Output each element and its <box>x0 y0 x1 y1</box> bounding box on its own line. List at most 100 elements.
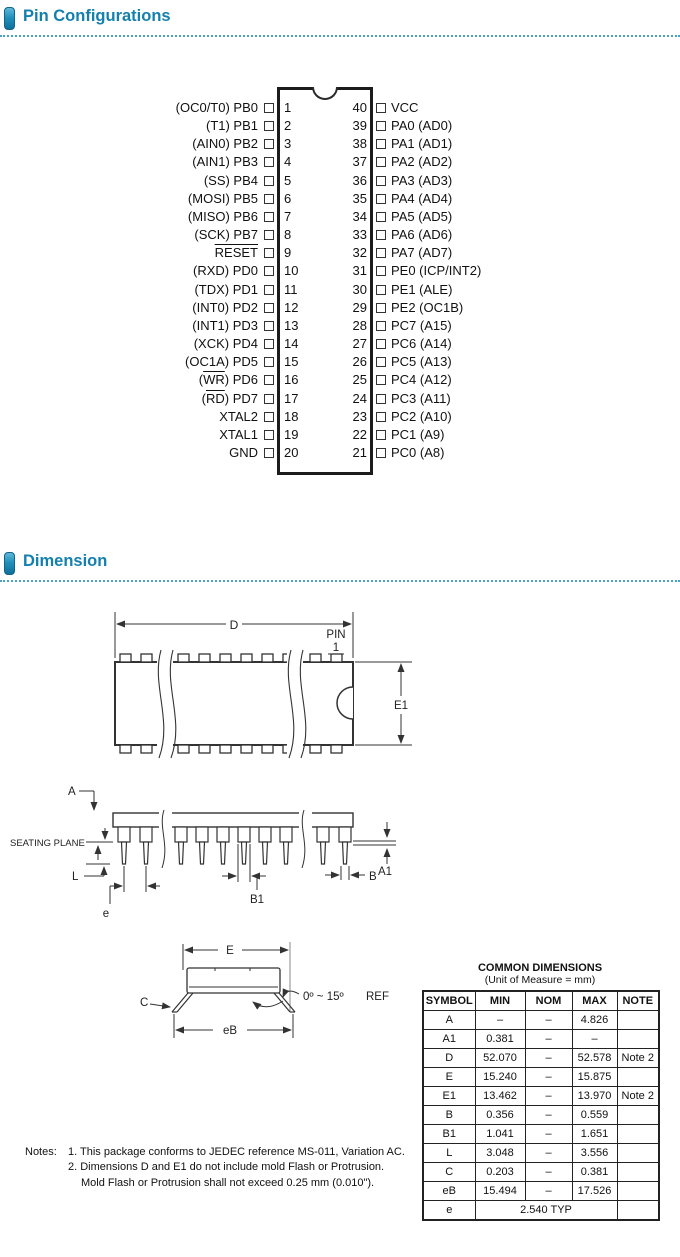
pin-label: RESET <box>214 245 258 261</box>
pin-label: (XCK) PD4 <box>193 336 258 352</box>
table-cell: 0.203 <box>474 1162 526 1182</box>
pin-number: 16 <box>284 372 299 388</box>
dim-label-D: D <box>230 618 239 632</box>
pin-label: PC2 (A10) <box>391 408 452 424</box>
section-bullet-icon <box>4 552 15 575</box>
table-cell: – <box>474 1010 526 1030</box>
pin-square <box>376 193 386 204</box>
table-cell: A <box>422 1010 476 1030</box>
table-cell: 15.240 <box>474 1067 526 1087</box>
table-cell: – <box>524 1124 573 1144</box>
table-cell: B1 <box>422 1124 476 1144</box>
dim-label-B1: B1 <box>250 894 264 906</box>
pin-number: 11 <box>284 281 298 297</box>
pin-square <box>376 339 386 350</box>
pin-configurations-header: Pin Configurations <box>0 6 680 37</box>
pin1-number: 1 <box>333 642 339 654</box>
pin-number: 27 <box>352 336 367 352</box>
pin-number: 10 <box>284 263 299 279</box>
pin-square <box>264 175 274 186</box>
angle-label: 0º ~ 15º <box>303 991 344 1003</box>
pin-square <box>264 320 274 331</box>
pin-square <box>264 429 274 440</box>
notes-block: Notes: 1. This package conforms to JEDEC… <box>25 1145 445 1191</box>
pin-label: PA4 (AD4) <box>391 190 453 206</box>
table-cell <box>616 1162 660 1182</box>
pin-square <box>376 302 386 313</box>
table-cell: – <box>571 1029 618 1049</box>
table-cell: Note 2 <box>616 1086 660 1106</box>
pin-label: PC0 (A8) <box>391 445 445 461</box>
pin-label: (WR) PD6 <box>198 372 258 388</box>
package-side-view-drawing: A SEATING PLANE L e B1 B A1 <box>10 786 396 920</box>
table-cell: 0.356 <box>474 1105 526 1125</box>
pin-square <box>264 448 274 459</box>
pin-label: (OC1A) PD5 <box>185 354 258 370</box>
angle-ref-label: REF <box>366 991 389 1003</box>
pin-number: 24 <box>352 390 367 406</box>
pin-number: 2 <box>284 118 292 134</box>
pin-label: (INT1) PD3 <box>192 317 258 333</box>
pin-label: PA0 (AD0) <box>391 118 453 134</box>
table-cell: 52.070 <box>474 1048 526 1068</box>
pin-label: PC5 (A13) <box>391 354 452 370</box>
table-cell: – <box>524 1067 573 1087</box>
pin-square <box>264 284 274 295</box>
pin-number: 39 <box>352 118 367 134</box>
pin-square <box>264 103 274 113</box>
table-cell: 1.651 <box>571 1124 618 1144</box>
pin-square <box>376 375 386 386</box>
pin-square <box>264 121 274 132</box>
table-cell <box>616 1200 660 1221</box>
pin-square <box>264 266 274 277</box>
pin-number: 5 <box>284 172 292 188</box>
pin-number: 37 <box>352 154 367 170</box>
table-cell <box>616 1067 660 1087</box>
pin-label: (TDX) PD1 <box>194 281 258 297</box>
pin-square <box>376 139 386 150</box>
pin-label: (SS) PB4 <box>203 172 258 188</box>
note-line: Mold Flash or Protrusion shall not excee… <box>81 1176 375 1189</box>
pin-label: PC1 (A9) <box>391 426 445 442</box>
pin-number: 19 <box>284 426 299 442</box>
pin-number: 38 <box>352 136 367 152</box>
pin-label: (SCK) PB7 <box>194 227 258 243</box>
pin-number: 15 <box>284 354 299 370</box>
table-title: COMMON DIMENSIONS <box>477 962 603 974</box>
note-line: 1. This package conforms to JEDEC refere… <box>68 1146 405 1158</box>
pin-square <box>264 375 274 386</box>
table-cell: D <box>422 1048 476 1068</box>
dim-label-A: A <box>68 786 76 798</box>
pin-label: PC4 (A12) <box>391 372 452 388</box>
pin-label: XTAL1 <box>219 426 258 442</box>
pin-label: PA6 (AD6) <box>391 227 453 243</box>
pin-number: 14 <box>284 336 299 352</box>
pin-number: 13 <box>284 317 299 333</box>
pin-label: PA3 (AD3) <box>391 172 453 188</box>
pin-square <box>376 211 386 222</box>
pin-number: 35 <box>352 190 367 206</box>
table-cell: – <box>524 1162 573 1182</box>
pin-label: PE2 (OC1B) <box>391 299 464 315</box>
pin-number: 25 <box>352 372 367 388</box>
pin-label: VCC <box>391 100 419 115</box>
pin-label: (T1) PB1 <box>205 118 258 134</box>
table-cell: 4.826 <box>571 1010 618 1030</box>
pin-number: 30 <box>352 281 367 297</box>
pin-number: 9 <box>284 245 292 261</box>
pin-number: 26 <box>352 354 367 370</box>
pin-square <box>264 211 274 222</box>
dim-label-E: E <box>226 945 234 957</box>
pin-square <box>264 357 274 368</box>
pin-label: PE1 (ALE) <box>391 281 453 297</box>
pin-square <box>264 339 274 350</box>
pin-square <box>376 448 386 459</box>
